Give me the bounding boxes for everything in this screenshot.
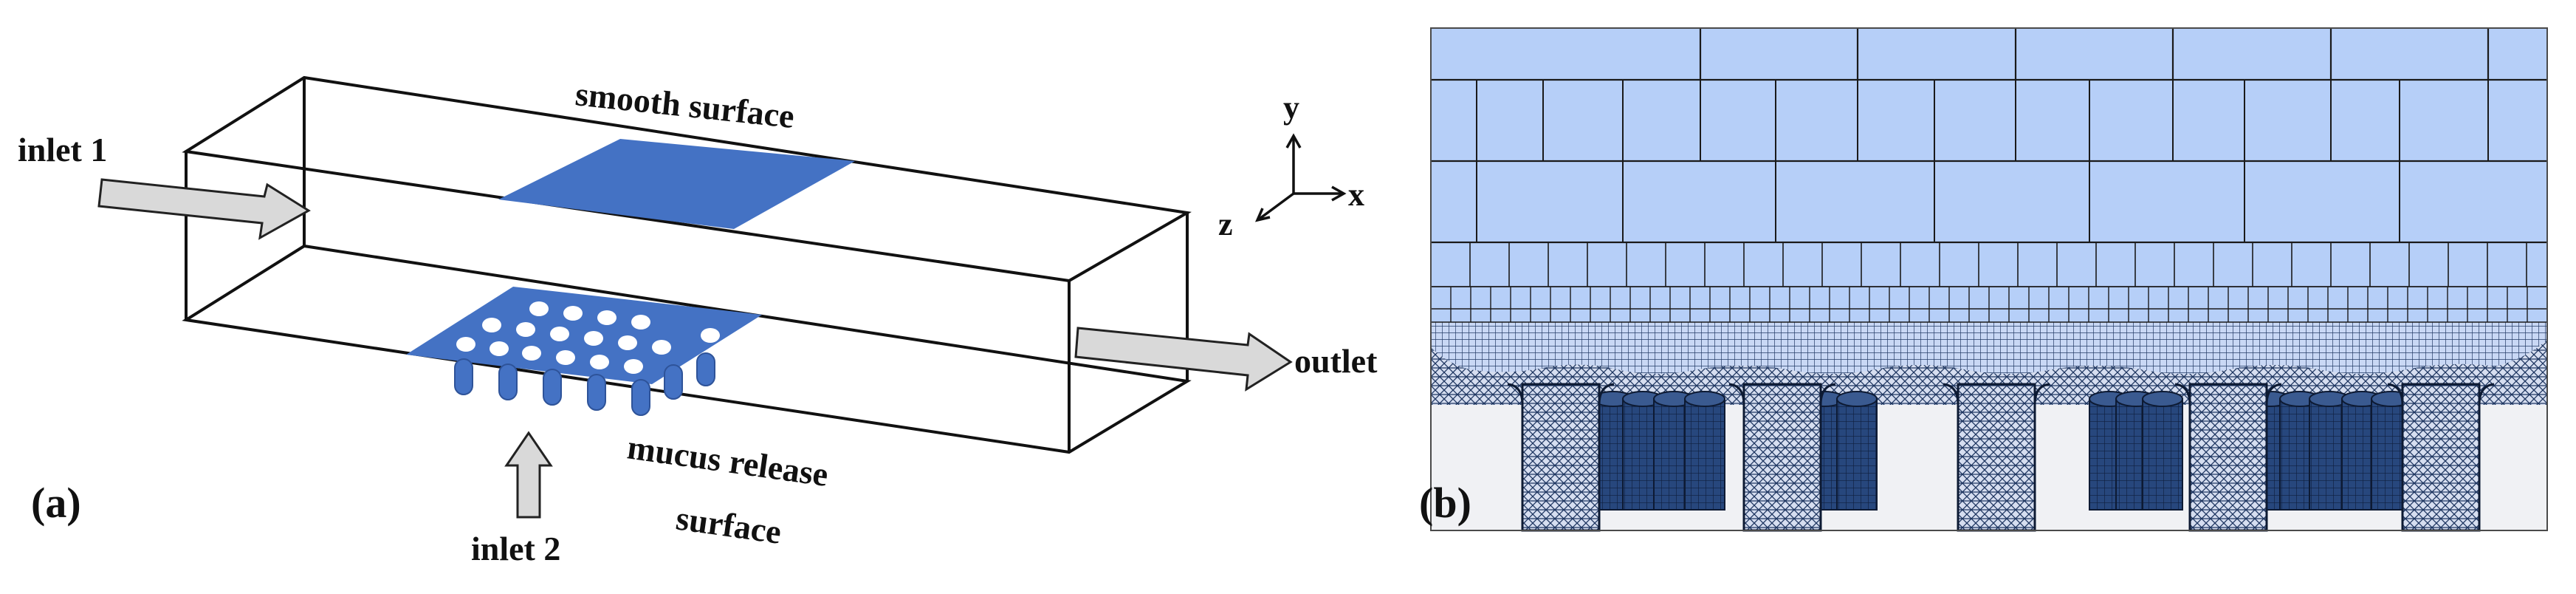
mucus-hole: [701, 328, 720, 343]
panel-a-label: (a): [31, 479, 81, 527]
axis-triad: [1254, 133, 1347, 222]
mucus-hole: [550, 327, 569, 341]
mucus-hole: [563, 306, 583, 321]
meshed-pillar: [2188, 383, 2268, 532]
cylinder: [2142, 398, 2183, 511]
pillar-fillet: [2387, 383, 2495, 406]
panel-a: y x z inlet 1 smooth surface outlet mucu…: [18, 75, 1378, 567]
cylinder: [1836, 398, 1878, 511]
mucus-hole: [522, 346, 541, 361]
axis-label-z: z: [1218, 206, 1233, 242]
inlet-1-arrow: [97, 178, 311, 240]
outlet-arrow: [1074, 327, 1293, 392]
cylinder: [1684, 398, 1725, 511]
mucus-release-label-line1: mucus release: [625, 428, 831, 494]
mucus-pillars: [454, 352, 715, 416]
mucus-hole: [618, 335, 637, 350]
mesh-frame: [1430, 27, 2548, 531]
mucus-hole: [529, 301, 549, 316]
panel-b: (b): [1419, 27, 2548, 532]
meshed-pillar: [1957, 383, 2036, 532]
cylinder-top: [1684, 391, 1725, 407]
mucus-hole: [631, 315, 650, 330]
mesh-grid-lines: [1430, 28, 2548, 323]
meshed-pillar: [1521, 383, 1601, 532]
mucus-release-label-line2: surface: [674, 499, 784, 550]
pillar-fillet: [2174, 383, 2282, 406]
meshed-pillar: [1742, 383, 1822, 532]
mucus-hole: [556, 350, 575, 365]
inlet-2-label: inlet 2: [471, 530, 560, 567]
tet-transition-band: [1431, 340, 2547, 405]
outlet-label: outlet: [1294, 342, 1378, 380]
meshed-pillar: [2401, 383, 2481, 532]
mucus-hole: [490, 341, 509, 356]
panel-b-label: (b): [1419, 479, 1471, 527]
channel-box: [182, 75, 1192, 454]
pillar-fillet: [1728, 383, 1836, 406]
smooth-surface: [498, 139, 855, 229]
cylinder-top: [2142, 391, 2183, 407]
mucus-hole: [584, 331, 603, 346]
pillar-fillet: [1943, 383, 2050, 406]
inlet-2-arrow: [504, 431, 553, 519]
axis-label-y: y: [1283, 89, 1299, 126]
pillar-fillet: [1507, 383, 1615, 406]
mucus-release-surface: [406, 287, 762, 384]
axis-label-x: x: [1348, 177, 1364, 213]
mucus-hole: [652, 340, 671, 355]
mucus-hole: [482, 318, 501, 332]
mucus-holes: [456, 301, 720, 374]
mucus-hole: [624, 359, 643, 374]
mucus-hole: [597, 310, 616, 325]
inlet-1-label: inlet 1: [18, 131, 107, 168]
cylinder-top: [1836, 391, 1878, 407]
smooth-surface-label: smooth surface: [574, 75, 796, 135]
mucus-hole: [456, 337, 475, 352]
meshed-pillars: [1507, 383, 2495, 532]
mucus-hole: [516, 322, 535, 337]
mucus-hole: [590, 355, 609, 369]
